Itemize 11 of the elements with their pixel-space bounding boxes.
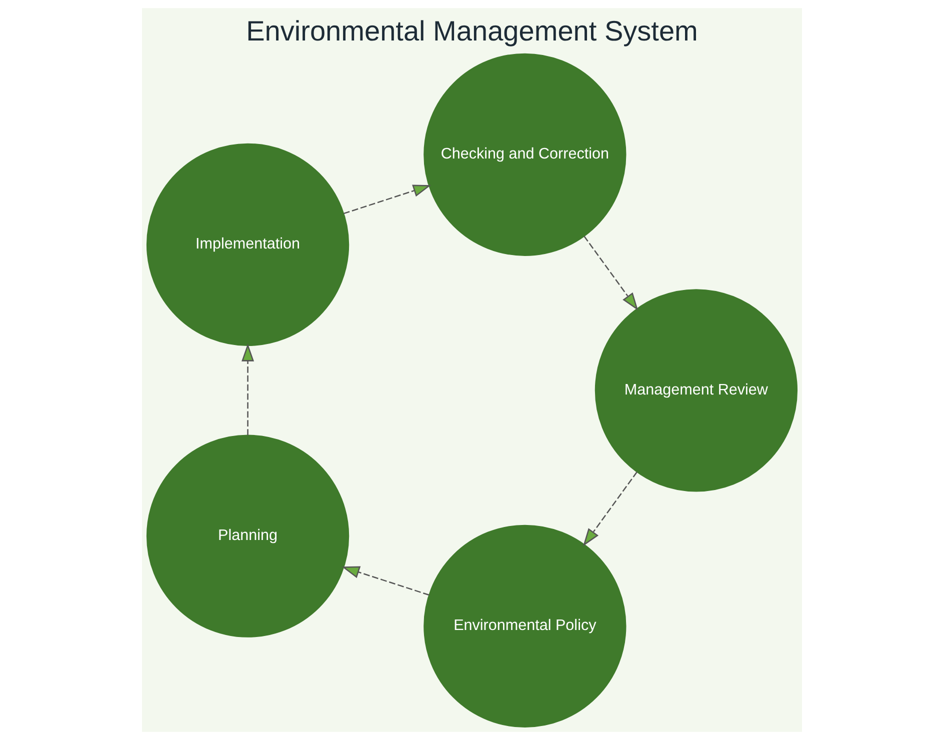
node-circle: Implementation: [146, 143, 350, 346]
node-circle: Planning: [146, 434, 350, 638]
arrow: [582, 471, 638, 546]
node-circle: Environmental Policy: [424, 524, 626, 728]
diagram-title: Environmental Management System: [246, 16, 698, 47]
arrow: [584, 236, 638, 310]
node-circle: Management Review: [594, 289, 798, 492]
node-circle: Checking and Correction: [424, 53, 626, 256]
arrow: [242, 343, 254, 436]
arrow: [343, 184, 431, 214]
arrow: [342, 566, 430, 596]
